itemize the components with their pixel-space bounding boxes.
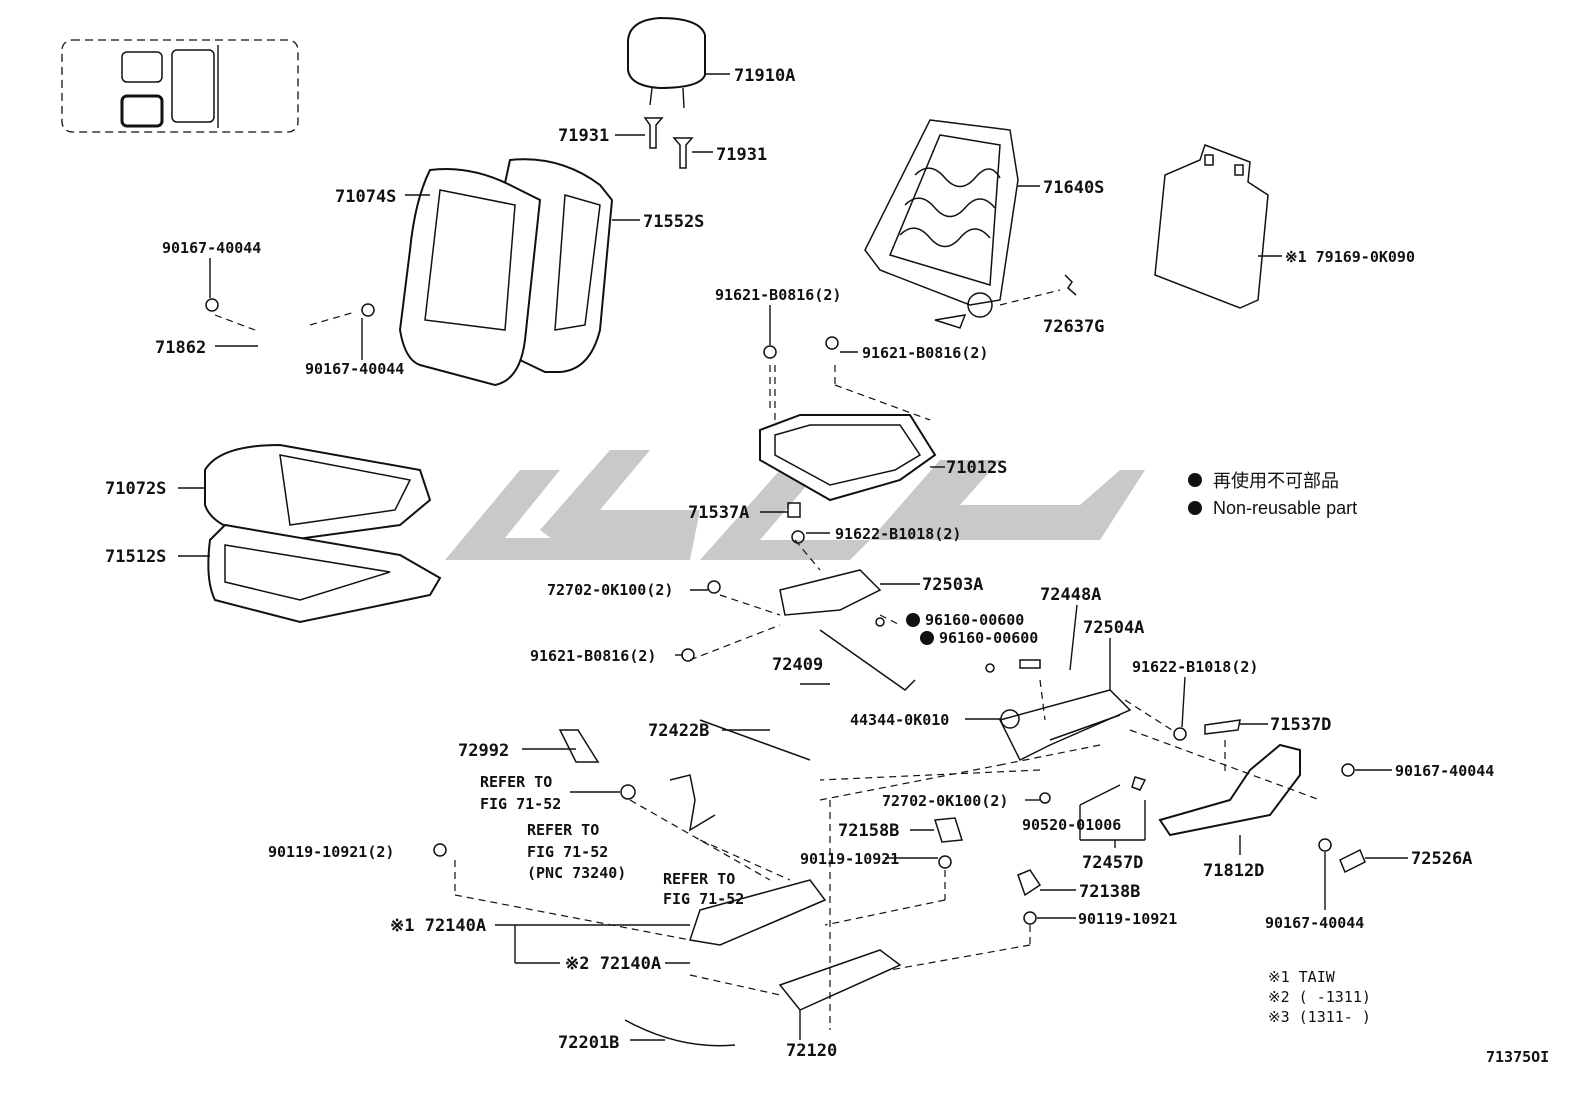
footnotes: ※1 TAIW ※2 ( -1311) ※3 (1311- ) <box>1268 968 1371 1026</box>
label-72409: 72409 <box>772 655 823 675</box>
label-71537D: 71537D <box>1270 715 1331 735</box>
label-72702-0K100-a: 72702-0K100(2) <box>547 581 673 599</box>
label-91621-B0816-a: 91621-B0816(2) <box>715 286 841 304</box>
seat-location-inset <box>61 39 299 133</box>
label-71640S: 71640S <box>1043 178 1104 198</box>
label-72504A: 72504A <box>1083 618 1144 638</box>
seat-cushion-parts <box>178 443 442 624</box>
label-71072S: 71072S <box>105 479 166 499</box>
label-71074S: 71074S <box>335 187 396 207</box>
label-72158B: 72158B <box>838 821 899 841</box>
legend-en-text: Non-reusable part <box>1213 498 1357 518</box>
label-refer-3-a: REFER TO <box>663 870 735 888</box>
label-91621-B0816-b: 91621-B0816(2) <box>862 344 988 362</box>
label-71862: 71862 <box>155 338 206 358</box>
label-refer-1-a: REFER TO <box>480 773 552 791</box>
label-71537A: 71537A <box>688 503 749 523</box>
seat-cushion-frame-part <box>759 365 945 518</box>
label-71512S: 71512S <box>105 547 166 567</box>
figure-number: 71375OI <box>1486 1048 1549 1066</box>
legend: 再使用不可部品 Non-reusable part <box>1213 471 1357 518</box>
label-72201B: 72201B <box>558 1033 619 1053</box>
assembly-guide-lines <box>214 311 1321 1030</box>
label-72140A-2: ※2 72140A <box>565 954 661 974</box>
label-90119-10921-a: 90119-10921(2) <box>268 843 394 861</box>
label-90167-40044-b: 90167-40044 <box>305 360 404 378</box>
label-96160-00600-b: 96160-00600 <box>939 629 1038 647</box>
legend-jp-text: 再使用不可部品 <box>1213 471 1339 491</box>
label-91622-B1018-a: 91622-B1018(2) <box>835 525 961 543</box>
label-72526A: 72526A <box>1411 849 1472 869</box>
label-refer-2-a: REFER TO <box>527 821 599 839</box>
label-refer-2-c: (PNC 73240) <box>527 864 626 882</box>
label-71910A: 71910A <box>734 66 795 86</box>
label-71812D: 71812D <box>1203 861 1264 881</box>
label-90119-10921-b: 90119-10921 <box>800 850 899 868</box>
label-72637G: 72637G <box>1043 317 1104 337</box>
label-72448A: 72448A <box>1040 585 1101 605</box>
label-90119-10921-c: 90119-10921 <box>1078 910 1177 928</box>
label-refer-2-b: FIG 71-52 <box>527 843 608 861</box>
seatback-board-part <box>1154 144 1282 309</box>
label-90167-40044-d: 90167-40044 <box>1265 914 1364 932</box>
label-71552S: 71552S <box>643 212 704 232</box>
label-90167-40044-a: 90167-40044 <box>162 239 261 257</box>
label-refer-3-b: FIG 71-52 <box>663 890 744 908</box>
seatback-cover-parts <box>398 158 640 387</box>
label-72457D: 72457D <box>1082 853 1143 873</box>
fastener-icons <box>205 298 1355 925</box>
watermark-logo <box>445 450 1145 560</box>
seatback-frame-part <box>864 119 1040 329</box>
label-72422B: 72422B <box>648 721 709 741</box>
label-72120: 72120 <box>786 1041 837 1061</box>
note-1: ※1 TAIW <box>1268 968 1336 986</box>
label-96160-00600-a: 96160-00600 <box>925 611 1024 629</box>
label-refer-1-b: FIG 71-52 <box>480 795 561 813</box>
note-2: ※2 ( -1311) <box>1268 988 1371 1006</box>
label-90520-01006: 90520-01006 <box>1022 816 1121 834</box>
leader-lines <box>209 258 1408 1041</box>
spring-part <box>999 274 1077 306</box>
label-90167-40044-c: 90167-40044 <box>1395 762 1494 780</box>
label-91621-B0816-c: 91621-B0816(2) <box>530 647 656 665</box>
label-72138B: 72138B <box>1079 882 1140 902</box>
label-72503A: 72503A <box>922 575 983 595</box>
label-91622-B1018-b: 91622-B1018(2) <box>1132 658 1258 676</box>
label-72992: 72992 <box>458 741 509 761</box>
note-3: ※3 (1311- ) <box>1268 1008 1371 1026</box>
label-71931-a: 71931 <box>558 126 609 146</box>
headrest-guide-parts <box>615 117 713 169</box>
label-72140A-1: ※1 72140A <box>390 916 486 936</box>
label-44344-0K010: 44344-0K010 <box>850 711 949 729</box>
seat-adjuster-parts <box>522 569 1366 1047</box>
label-79169-0K090: ※1 79169-0K090 <box>1285 248 1415 266</box>
headrest-part <box>627 16 730 109</box>
label-71012S: 71012S <box>946 458 1007 478</box>
part-labels: 71910A 71931 71931 71074S 71552S 71640S … <box>105 66 1494 1061</box>
label-71931-b: 71931 <box>716 145 767 165</box>
label-72702-0K100-b: 72702-0K100(2) <box>882 792 1008 810</box>
